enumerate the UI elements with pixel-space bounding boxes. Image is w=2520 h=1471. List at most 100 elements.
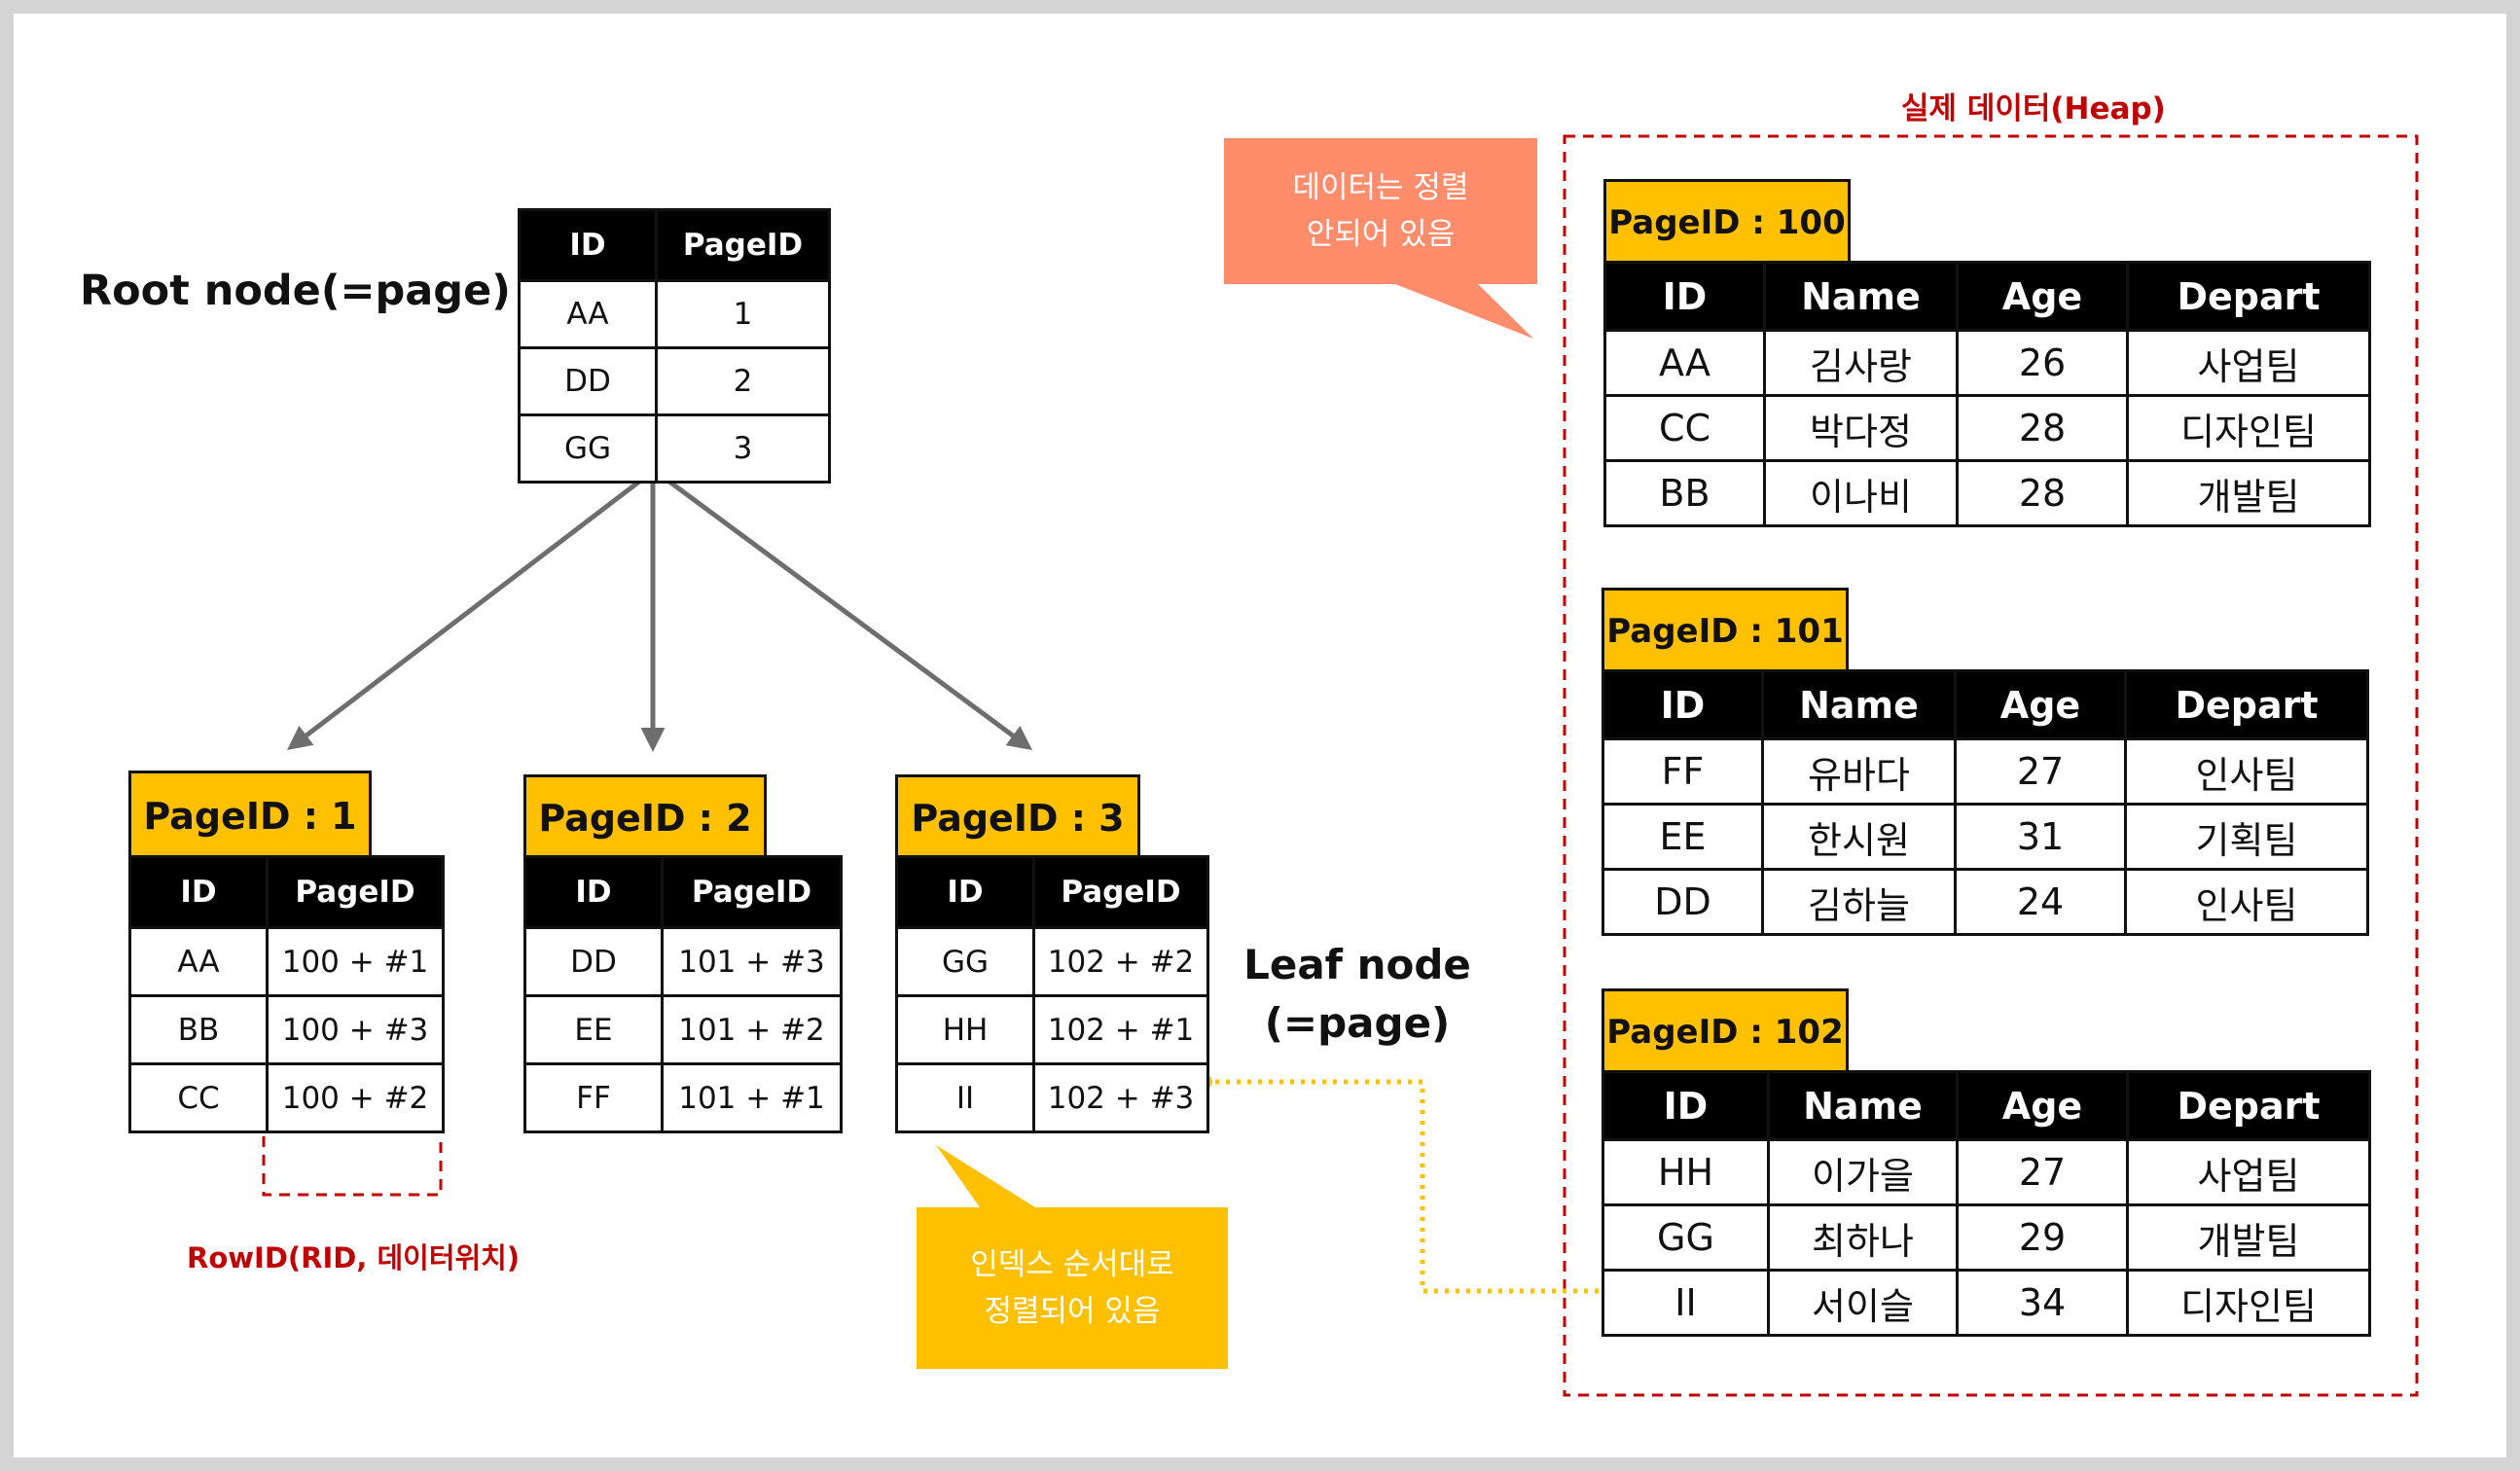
- table-cell: DD: [1602, 868, 1764, 936]
- table-cell: GG: [518, 413, 658, 484]
- table-cell: 한시원: [1761, 803, 1957, 871]
- table-cell: 박다정: [1763, 394, 1959, 462]
- table-cell: AA: [128, 926, 269, 997]
- table-cell: 100 + #1: [266, 926, 445, 997]
- column-header: ID: [523, 855, 664, 929]
- table-cell: 31: [1954, 803, 2127, 871]
- leaf-page-2-tag: PageID : 2: [523, 774, 767, 858]
- table-row: GG 최하나 29 개발팀: [1602, 1203, 2371, 1272]
- table-row: FF 101 + #1: [523, 1062, 843, 1133]
- table-cell: 2: [655, 346, 831, 416]
- table-row: AA 김사랑 26 사업팀: [1603, 329, 2371, 397]
- unsorted-callout-line2: 안되어 있음: [1306, 217, 1456, 252]
- column-header: Age: [1956, 1070, 2129, 1141]
- table-cell: 24: [1954, 868, 2127, 936]
- table-cell: 28: [1956, 394, 2129, 462]
- table-cell: FF: [1602, 737, 1764, 806]
- table-cell: 101 + #1: [661, 1062, 843, 1133]
- table-row: CC 박다정 28 디자인팀: [1603, 394, 2371, 462]
- arrow-root-to-page-3: [667, 479, 1033, 750]
- leaf-page-1-tag: PageID : 1: [128, 771, 372, 858]
- table-cell: HH: [1602, 1138, 1770, 1206]
- root-node-label: Root node(=page): [80, 267, 511, 315]
- table-cell: 100 + #2: [266, 1062, 445, 1133]
- table-cell: 1: [655, 279, 831, 349]
- column-header: ID: [128, 855, 269, 929]
- table-cell: 인사팀: [2124, 737, 2369, 806]
- table-cell: GG: [1602, 1203, 1770, 1272]
- table-row: GG 102 + #2: [895, 926, 1209, 997]
- column-header: Depart: [2124, 669, 2369, 740]
- leaf-page-3-tag: PageID : 3: [895, 774, 1140, 858]
- column-header: ID: [518, 208, 658, 282]
- table-cell: 서이슬: [1767, 1269, 1959, 1337]
- table-cell: 102 + #2: [1032, 926, 1209, 997]
- table-cell: 101 + #2: [661, 994, 843, 1065]
- table-cell: 102 + #1: [1032, 994, 1209, 1065]
- table-cell: EE: [523, 994, 664, 1065]
- table-cell: 101 + #3: [661, 926, 843, 997]
- table-cell: 유바다: [1761, 737, 1957, 806]
- table-cell: GG: [895, 926, 1035, 997]
- root-node-table: ID PageID AA 1 DD 2 GG 3: [518, 208, 831, 484]
- dotted-link-leaf-to-heap: [1205, 1079, 1640, 1294]
- table-row: HH 이가을 27 사업팀: [1602, 1138, 2371, 1206]
- column-header: PageID: [661, 855, 843, 929]
- table-row: GG 3: [518, 413, 831, 484]
- column-header: PageID: [266, 855, 445, 929]
- table-cell: 29: [1956, 1203, 2129, 1272]
- table-cell: FF: [523, 1062, 664, 1133]
- table-cell: 26: [1956, 329, 2129, 397]
- diagram-canvas: Root node(=page) ID PageID AA 1 DD 2 GG …: [14, 14, 2506, 1457]
- table-cell: 102 + #3: [1032, 1062, 1209, 1133]
- rowid-label: RowID(RID, 데이터위치): [187, 1241, 521, 1274]
- sorted-callout-tail: [936, 1145, 1035, 1207]
- table-row: AA 100 + #1: [128, 926, 445, 997]
- column-header: Depart: [2126, 1070, 2371, 1141]
- table-cell: 27: [1954, 737, 2127, 806]
- leaf-node-label: Leaf node (=page): [1236, 936, 1479, 1053]
- heap-dashed-border: [1563, 134, 2419, 1397]
- table-row: CC 100 + #2: [128, 1062, 445, 1133]
- table-cell: AA: [1603, 329, 1766, 397]
- table-row: AA 1: [518, 279, 831, 349]
- column-header: Name: [1761, 669, 1957, 740]
- table-cell: 인사팀: [2124, 868, 2369, 936]
- table-cell: CC: [128, 1062, 269, 1133]
- rowid-bracket: [262, 1136, 443, 1197]
- table-cell: 34: [1956, 1269, 2129, 1337]
- table-cell: DD: [518, 346, 658, 416]
- heap-page-101-tag: PageID : 101: [1602, 588, 1849, 672]
- table-cell: 3: [655, 413, 831, 484]
- leaf-page-2-table: ID PageID DD 101 + #3 EE 101 + #2 FF 101…: [523, 855, 843, 1133]
- table-cell: 사업팀: [2126, 1138, 2371, 1206]
- heap-title: 실제 데이터(Heap): [1901, 91, 2166, 126]
- table-cell: 개발팀: [2126, 1203, 2371, 1272]
- heap-page-101-table: ID Name Age Depart FF 유바다 27 인사팀 EE 한시원 …: [1602, 669, 2369, 936]
- table-row: FF 유바다 27 인사팀: [1602, 737, 2369, 806]
- table-cell: CC: [1603, 394, 1766, 462]
- table-row: II 서이슬 34 디자인팀: [1602, 1269, 2371, 1337]
- table-cell: 이가을: [1767, 1138, 1959, 1206]
- table-cell: 이나비: [1763, 459, 1959, 527]
- table-cell: II: [895, 1062, 1035, 1133]
- table-row: EE 한시원 31 기획팀: [1602, 803, 2369, 871]
- table-row: HH 102 + #1: [895, 994, 1209, 1065]
- arrow-root-to-page-1: [287, 480, 641, 751]
- leaf-node-label-line2: (=page): [1264, 999, 1451, 1047]
- table-row: DD 김하늘 24 인사팀: [1602, 868, 2369, 936]
- table-cell: 김사랑: [1763, 329, 1959, 397]
- unsorted-callout-tail: [1395, 284, 1533, 339]
- table-cell: 김하늘: [1761, 868, 1957, 936]
- table-cell: AA: [518, 279, 658, 349]
- column-header: PageID: [655, 208, 831, 282]
- table-cell: 100 + #3: [266, 994, 445, 1065]
- leaf-page-3-table: ID PageID GG 102 + #2 HH 102 + #1 II 102…: [895, 855, 1209, 1133]
- sorted-callout-line1: 인덱스 순서대로: [970, 1246, 1174, 1282]
- table-cell: DD: [523, 926, 664, 997]
- heap-page-102-table: ID Name Age Depart HH 이가을 27 사업팀 GG 최하나 …: [1602, 1070, 2371, 1337]
- column-header: PageID: [1032, 855, 1209, 929]
- heap-page-100-tag: PageID : 100: [1603, 179, 1851, 264]
- table-cell: 디자인팀: [2126, 394, 2371, 462]
- leaf-page-1-table: ID PageID AA 100 + #1 BB 100 + #3 CC 100…: [128, 855, 445, 1133]
